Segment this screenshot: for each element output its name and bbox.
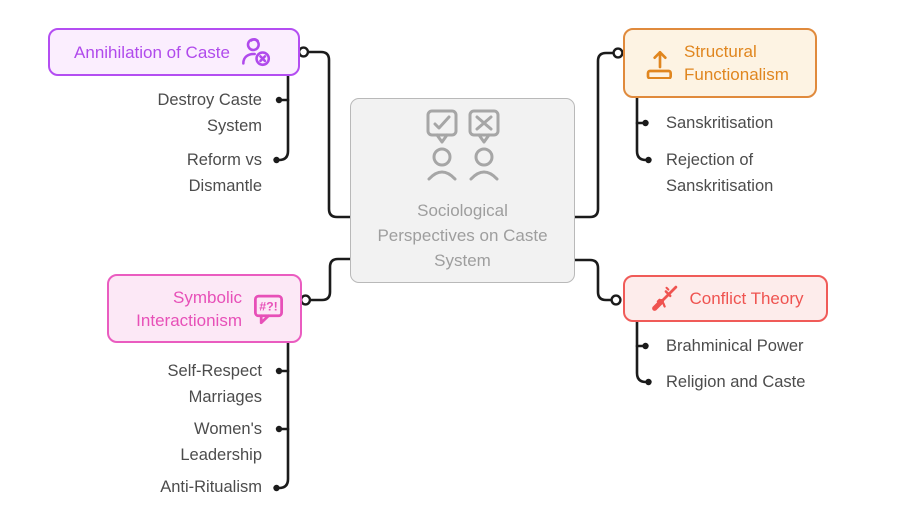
- terminal-dot: [275, 367, 283, 375]
- leaf-rejection-of-sanskritisation[interactable]: Rejection of Sanskritisation: [666, 151, 774, 195]
- branch-label: Structural Functionalism: [684, 42, 789, 84]
- user-remove-icon: [242, 38, 271, 67]
- node-conflict-theory[interactable]: Conflict Theory: [623, 275, 828, 322]
- leaf-sanskritisation[interactable]: Sanskritisation: [666, 114, 774, 132]
- elevation-arrow-icon: [646, 51, 672, 79]
- node-annihilation-of-caste[interactable]: Annihilation of Caste: [48, 28, 300, 76]
- node-symbolic-interactionism[interactable]: Symbolic Interactionism #?!: [107, 274, 302, 343]
- leaf-religion-and-caste[interactable]: Religion and Caste: [666, 373, 806, 391]
- terminal-circle: [612, 47, 624, 59]
- leaf-destroy-caste-system[interactable]: Destroy Caste System: [157, 91, 262, 135]
- branch-label: Annihilation of Caste: [74, 42, 230, 62]
- connector-conflict: [573, 258, 613, 302]
- leaf-self-respect-marriages[interactable]: Self-Respect Marriages: [167, 362, 262, 406]
- terminal-circle: [610, 294, 622, 306]
- terminal-dot: [273, 156, 280, 164]
- rail-structural: [635, 96, 648, 162]
- terminal-dot: [273, 484, 280, 492]
- terminal-dot: [275, 425, 283, 433]
- terminal-dot: [645, 378, 652, 386]
- terminal-circle: [299, 294, 312, 306]
- connector-annihilation: [306, 50, 352, 219]
- terminal-circle: [297, 46, 310, 58]
- leaf-anti-ritualism[interactable]: Anti-Ritualism: [160, 478, 262, 496]
- bubble-symbols-text: #?!: [259, 300, 278, 314]
- node-structural-functionalism[interactable]: Structural Functionalism: [623, 28, 817, 98]
- connector-symbolic: [308, 257, 352, 302]
- terminal-dot: [642, 119, 649, 127]
- approve-reject-people-icon: [426, 109, 499, 181]
- branch-label: Symbolic Interactionism: [136, 287, 242, 330]
- rail-symbolic: [277, 341, 290, 490]
- leaf-womens-leadership[interactable]: Women's Leadership: [180, 420, 262, 464]
- rail-annihilation: [277, 74, 290, 162]
- terminal-dot: [642, 342, 649, 350]
- rifle-icon: [652, 285, 678, 311]
- central-node-title: Sociological Perspectives on Caste Syste…: [377, 201, 548, 270]
- terminal-dot: [275, 96, 283, 104]
- connector-structural: [573, 51, 615, 219]
- leaf-reform-vs-dismantle[interactable]: Reform vs Dismantle: [186, 151, 262, 195]
- symbols-speech-bubble-icon: #?!: [253, 294, 284, 325]
- branch-label: Conflict Theory: [689, 289, 804, 308]
- leaf-brahminical-power[interactable]: Brahminical Power: [666, 337, 804, 355]
- rail-conflict: [635, 320, 648, 384]
- central-node[interactable]: Sociological Perspectives on Caste Syste…: [350, 98, 575, 283]
- terminal-dot: [645, 156, 652, 164]
